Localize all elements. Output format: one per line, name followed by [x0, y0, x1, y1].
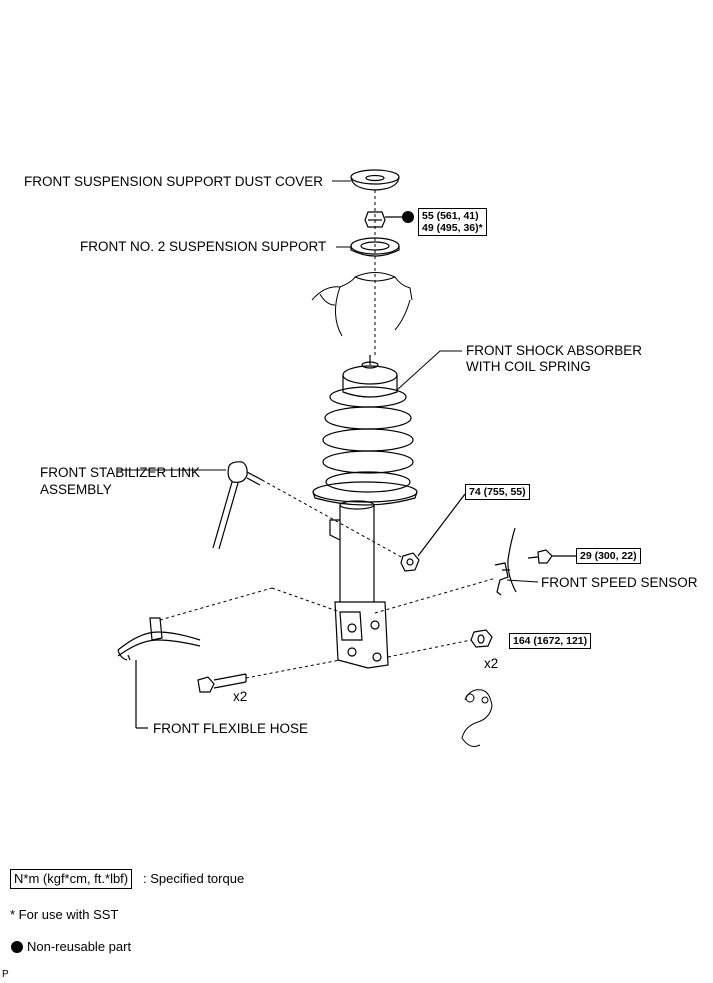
- torque-knuckle-nut: 164 (1672, 121): [509, 633, 592, 649]
- label-nut-qty: x2: [484, 656, 499, 671]
- torque-top-nut: 55 (561, 41) 49 (495, 36)*: [418, 208, 487, 236]
- label-shock-absorber-1: FRONT SHOCK ABSORBER: [466, 343, 643, 358]
- label-stabilizer-link-2: ASSEMBLY: [40, 482, 112, 497]
- shock-absorber-part: [312, 355, 418, 669]
- legend-non-reusable: Non-reusable part: [27, 939, 132, 954]
- speed-sensor-part: [494, 527, 517, 596]
- torque-top-nut-line2: 49 (495, 36)*: [422, 222, 483, 234]
- torque-sensor-bolt: 29 (300, 22): [576, 548, 641, 564]
- legend-torque-unit: N*m (kgf*cm, ft.*lbf): [10, 869, 133, 889]
- torque-top-nut-line1: 55 (561, 41): [422, 210, 479, 222]
- sensor-bolt-part: [527, 549, 576, 564]
- dust-cover-part: [350, 169, 400, 191]
- top-nut-part: [364, 211, 402, 228]
- label-no2-support: FRONT NO. 2 SUSPENSION SUPPORT: [80, 239, 327, 254]
- label-dust-cover: FRONT SUSPENSION SUPPORT DUST COVER: [24, 174, 324, 189]
- assembly-lines: [159, 479, 497, 679]
- legend-sst-note: * For use with SST: [10, 907, 119, 922]
- knuckle-nut-part: [470, 629, 493, 648]
- label-speed-sensor: FRONT SPEED SENSOR: [541, 575, 698, 590]
- torque-stabilizer-nut: 74 (755, 55): [465, 484, 530, 500]
- vehicle-body-sketch: [311, 272, 413, 337]
- label-flexible-hose: FRONT FLEXIBLE HOSE: [153, 721, 309, 736]
- legend-torque-desc: : Specified torque: [143, 871, 245, 886]
- stabilizer-link-part: [212, 461, 263, 550]
- label-bolt-qty: x2: [233, 689, 248, 704]
- corner-mark: P: [2, 969, 9, 980]
- non-reusable-dot: [402, 211, 414, 223]
- label-stabilizer-link-1: FRONT STABILIZER LINK: [40, 465, 201, 480]
- leader-lines: [118, 180, 539, 583]
- steering-knuckle-sketch: [461, 689, 493, 747]
- flexible-hose-part: [117, 617, 201, 729]
- label-shock-absorber-2: WITH COIL SPRING: [466, 359, 591, 374]
- stabilizer-nut-part: [400, 493, 466, 572]
- legend-non-reusable-dot: [11, 941, 23, 953]
